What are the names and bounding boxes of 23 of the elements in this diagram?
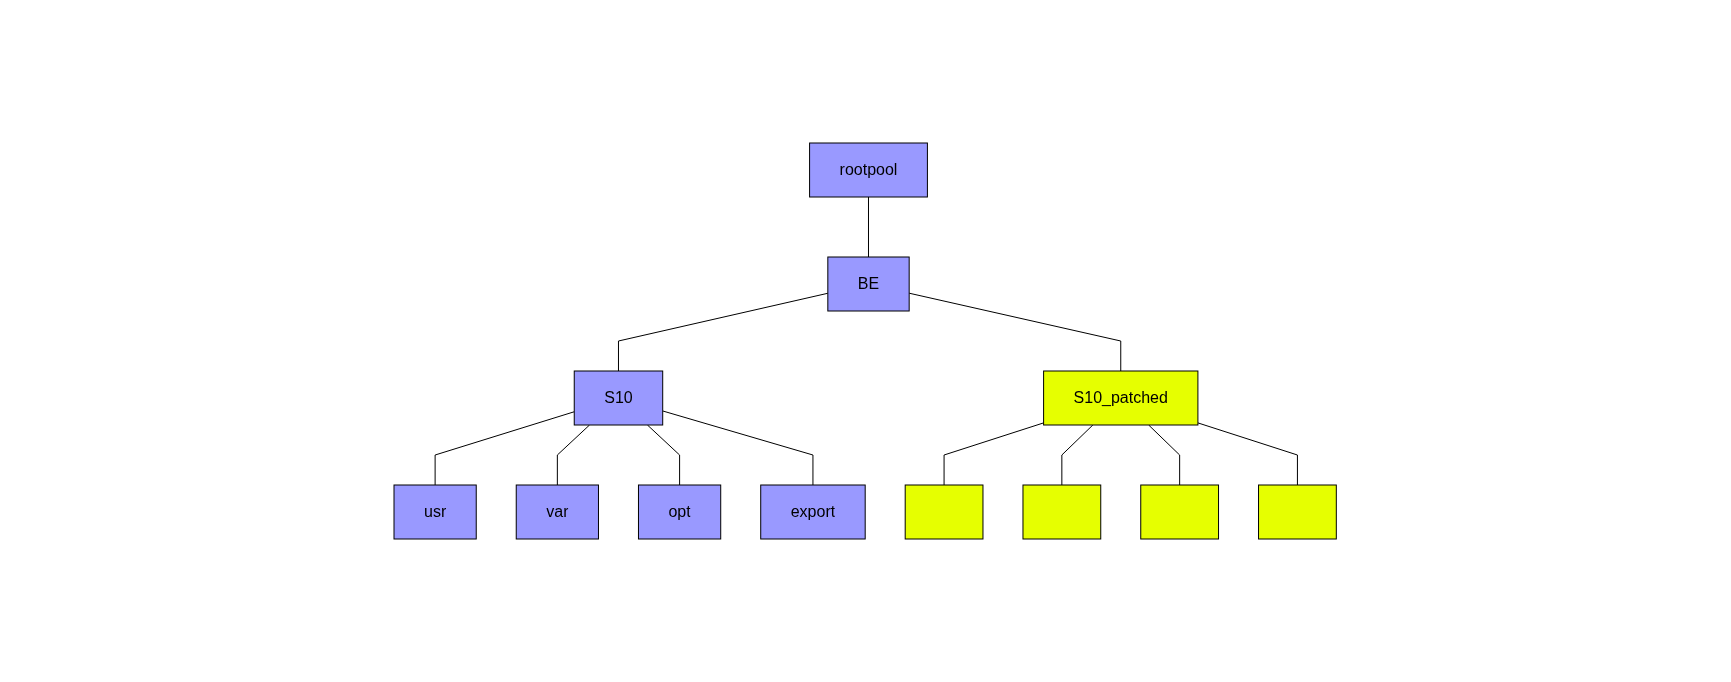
node-box: opt bbox=[638, 484, 722, 540]
connector bbox=[618, 292, 829, 372]
connector bbox=[943, 422, 1045, 486]
connector bbox=[868, 196, 870, 258]
node-box: var bbox=[516, 484, 600, 540]
node-box: S10 bbox=[574, 370, 664, 426]
node-box bbox=[1140, 484, 1220, 540]
node-box: rootpool bbox=[809, 142, 929, 198]
node-box: BE bbox=[827, 256, 910, 312]
connector bbox=[909, 292, 1122, 372]
node-box: usr bbox=[393, 484, 478, 540]
connector bbox=[557, 424, 591, 486]
node-box bbox=[905, 484, 984, 540]
connector bbox=[662, 410, 814, 486]
connector bbox=[1061, 424, 1094, 486]
node-box bbox=[1022, 484, 1102, 540]
node-box bbox=[1258, 484, 1338, 540]
connector bbox=[1197, 422, 1299, 486]
node-box: export bbox=[760, 484, 867, 540]
node-box: S10_patched bbox=[1043, 370, 1199, 426]
connector bbox=[1148, 424, 1181, 486]
connector bbox=[647, 424, 681, 486]
connector bbox=[434, 411, 576, 486]
